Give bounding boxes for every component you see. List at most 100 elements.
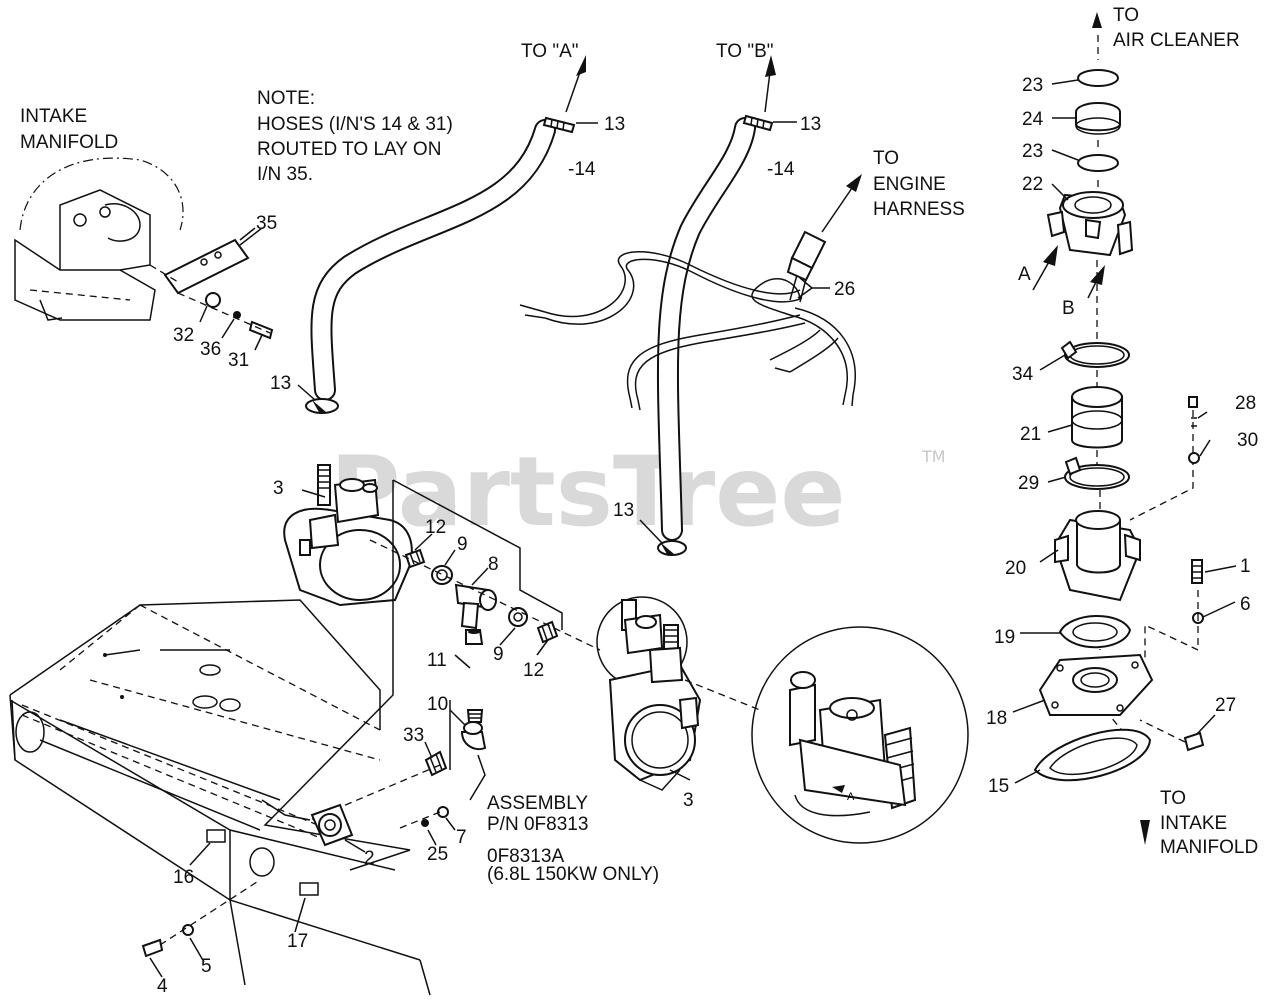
callout-8: 8 [488, 554, 499, 575]
connector-26 [786, 174, 862, 303]
callout-4: 4 [157, 976, 168, 997]
flange-2 [310, 803, 354, 847]
callout-35: 35 [256, 213, 277, 234]
arrow-to-intake-manifold [1140, 820, 1150, 845]
callout-12: 12 [425, 517, 446, 538]
hose-note-line4: I/N 35. [257, 164, 313, 185]
adapter-plate-18 [1038, 653, 1154, 716]
label-to-air-cleaner-line2: AIR CLEANER [1113, 30, 1240, 51]
fitting-33 [424, 750, 448, 777]
hose-note-line2: HOSES (I/N'S 14 & 31) [257, 114, 453, 135]
callout-22: 22 [1022, 174, 1043, 195]
gasket-15 [1033, 728, 1152, 782]
assembly-note-line2: P/N 0F8313 [487, 814, 588, 835]
detail-leader [684, 679, 761, 711]
callout-25: 25 [427, 844, 448, 865]
throttle-body-20 [1053, 510, 1142, 602]
assembly-note-line3: 0F8313A [487, 846, 564, 867]
label-to-intake-manifold-line3: MANIFOLD [1160, 837, 1258, 858]
callout-34: 34 [1012, 364, 1034, 385]
arrow-b [1087, 265, 1105, 299]
callout-20: 20 [1005, 558, 1026, 579]
assembly-boundary [263, 479, 563, 871]
callout-28: 28 [1235, 393, 1256, 414]
callout-27: 27 [1215, 695, 1236, 716]
callout-23: 23 [1022, 75, 1043, 96]
fitting-13-b [742, 114, 774, 132]
arrow-to-air-cleaner [1092, 12, 1102, 28]
bolt-1-washer-6 [1144, 559, 1204, 660]
callout-18: 18 [986, 708, 1007, 729]
callout-7: 7 [456, 827, 467, 848]
svg-text:A: A [847, 791, 855, 803]
bolt-28-washer-30 [1129, 396, 1200, 521]
callout-12: 12 [523, 660, 544, 681]
hose-14-left [310, 119, 556, 401]
plug-fitting [465, 629, 484, 645]
mixer-body-22 [1046, 191, 1134, 257]
callout-13: 13 [800, 114, 821, 135]
clamp-34 [1060, 340, 1130, 368]
callout-33: 33 [403, 725, 424, 746]
label-to-a: TO "A" [521, 41, 578, 62]
assembly-note-line1: ASSEMBLY [487, 793, 588, 814]
callout-14: -14 [767, 159, 795, 180]
callout-29: 29 [1018, 473, 1039, 494]
callout-10: 10 [427, 694, 448, 715]
assembly-centerline [369, 539, 601, 651]
callout-26: 26 [834, 279, 855, 300]
label-ref-b: B [1062, 298, 1075, 319]
elbow-10 [460, 709, 487, 751]
hardware-32-36-31 [177, 292, 274, 340]
o-ring-23-top [1077, 69, 1119, 87]
right-centerline [1096, 260, 1131, 741]
callout-31: 31 [228, 350, 249, 371]
hose-note-line3: ROUTED TO LAY ON [257, 139, 441, 160]
part-25 [421, 819, 429, 827]
label-intake-manifold-line1: INTAKE [20, 106, 87, 127]
label-ref-a: A [1018, 264, 1031, 285]
fitting-12-left [404, 548, 426, 569]
part-7 [437, 806, 449, 818]
callout-13: 13 [613, 500, 634, 521]
callout-19: 19 [994, 627, 1015, 648]
fitting-12-right [536, 620, 559, 644]
callout-30: 30 [1237, 430, 1258, 451]
o-ring-23-mid [1077, 154, 1119, 172]
callout-6: 6 [1240, 594, 1251, 615]
callout-3: 3 [683, 790, 694, 811]
callout-13: 13 [604, 114, 625, 135]
callout-11: 11 [427, 650, 447, 671]
adapter-24 [1075, 102, 1121, 135]
callout-16: 16 [173, 867, 194, 888]
label-to-intake-manifold-line2: INTAKE [1160, 813, 1227, 834]
label-to-b: TO "B" [716, 41, 773, 62]
callout-15: 15 [988, 776, 1009, 797]
wiring-harness [519, 251, 856, 411]
callout-13: 13 [270, 373, 291, 394]
label-to-engine-harness-line2: ENGINE [873, 174, 946, 195]
callout-9: 9 [493, 644, 504, 665]
callout-leaders [149, 79, 1237, 978]
label-to-engine-harness-line3: HARNESS [873, 199, 965, 220]
callout-3: 3 [273, 478, 284, 499]
generator-frame [9, 599, 431, 996]
gasket-19 [1058, 615, 1132, 649]
callout-24: 24 [1022, 109, 1044, 130]
sleeve-21 [1071, 386, 1123, 449]
label-intake-manifold-line2: MANIFOLD [20, 132, 118, 153]
callout-32: 32 [173, 325, 194, 346]
fitting-9-left [431, 565, 453, 585]
regulator-assembly-3-main [596, 596, 702, 791]
label-to-intake-manifold-line1: TO [1160, 788, 1186, 809]
arrow-a [1032, 245, 1058, 291]
callout-1: 1 [1240, 556, 1251, 577]
callout-36: 36 [200, 339, 221, 360]
callout-2: 2 [364, 848, 375, 869]
intake-manifold [14, 157, 184, 321]
arrow-to-b [764, 55, 776, 113]
callout-21: 21 [1020, 424, 1041, 445]
hose-note-line1: NOTE: [257, 88, 315, 109]
hardware-leader [399, 811, 441, 829]
